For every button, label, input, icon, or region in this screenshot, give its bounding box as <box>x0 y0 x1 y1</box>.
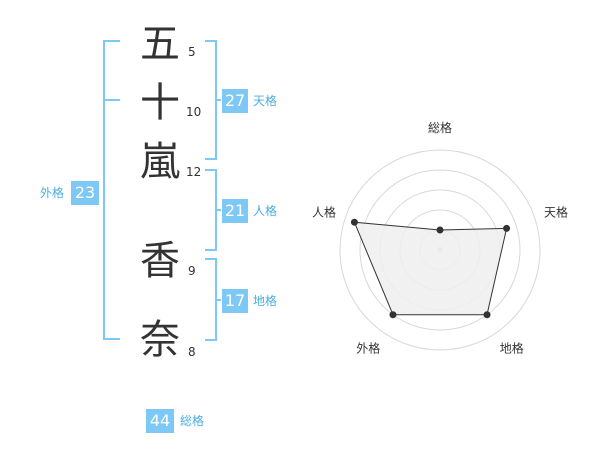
radar-point-0 <box>436 226 444 234</box>
name-char-5: 奈 <box>140 317 180 363</box>
radar-grid-ring-5 <box>339 149 541 351</box>
radar-point-2 <box>483 311 491 319</box>
stroke-count-1: 5 <box>188 45 196 59</box>
name-char-2: 十 <box>140 80 180 126</box>
stroke-count-3: 12 <box>186 165 202 179</box>
soukaku-label: 総格 <box>180 414 205 428</box>
tenkaku-score: 27 <box>222 89 248 113</box>
radar-point-1 <box>503 224 511 232</box>
name-char-3: 嵐 <box>140 139 180 185</box>
tenkaku-label: 天格 <box>253 94 278 108</box>
gaikaku-label: 外格 <box>40 186 65 200</box>
radar-axis-label-0: 総格 <box>428 120 452 135</box>
stroke-count-2: 10 <box>186 105 202 119</box>
radar-axis-label-2: 地格 <box>500 341 524 356</box>
radar-point-3 <box>389 311 397 319</box>
chikaku-score: 17 <box>222 289 248 313</box>
radar-point-4 <box>350 218 358 226</box>
jinkaku-label: 人格 <box>253 204 278 218</box>
chikaku-label: 地格 <box>253 294 278 308</box>
stroke-count-4: 9 <box>188 264 196 278</box>
gaikaku-bracket <box>103 40 120 340</box>
name-char-4: 香 <box>140 238 180 284</box>
name-char-1: 五 <box>140 21 180 67</box>
stroke-count-5: 8 <box>188 345 196 359</box>
radar-axis-label-4: 人格 <box>312 204 336 219</box>
radar-axis-label-1: 天格 <box>544 204 568 219</box>
radar-grid-ring-4 <box>359 169 521 331</box>
gaikaku-score: 23 <box>71 181 99 205</box>
jinkaku-score: 21 <box>222 199 248 223</box>
radar-data-polygon <box>353 221 508 316</box>
radar-points <box>350 218 511 319</box>
soukaku-score: 44 <box>146 409 174 433</box>
radar-axis-label-3: 外格 <box>356 341 380 356</box>
